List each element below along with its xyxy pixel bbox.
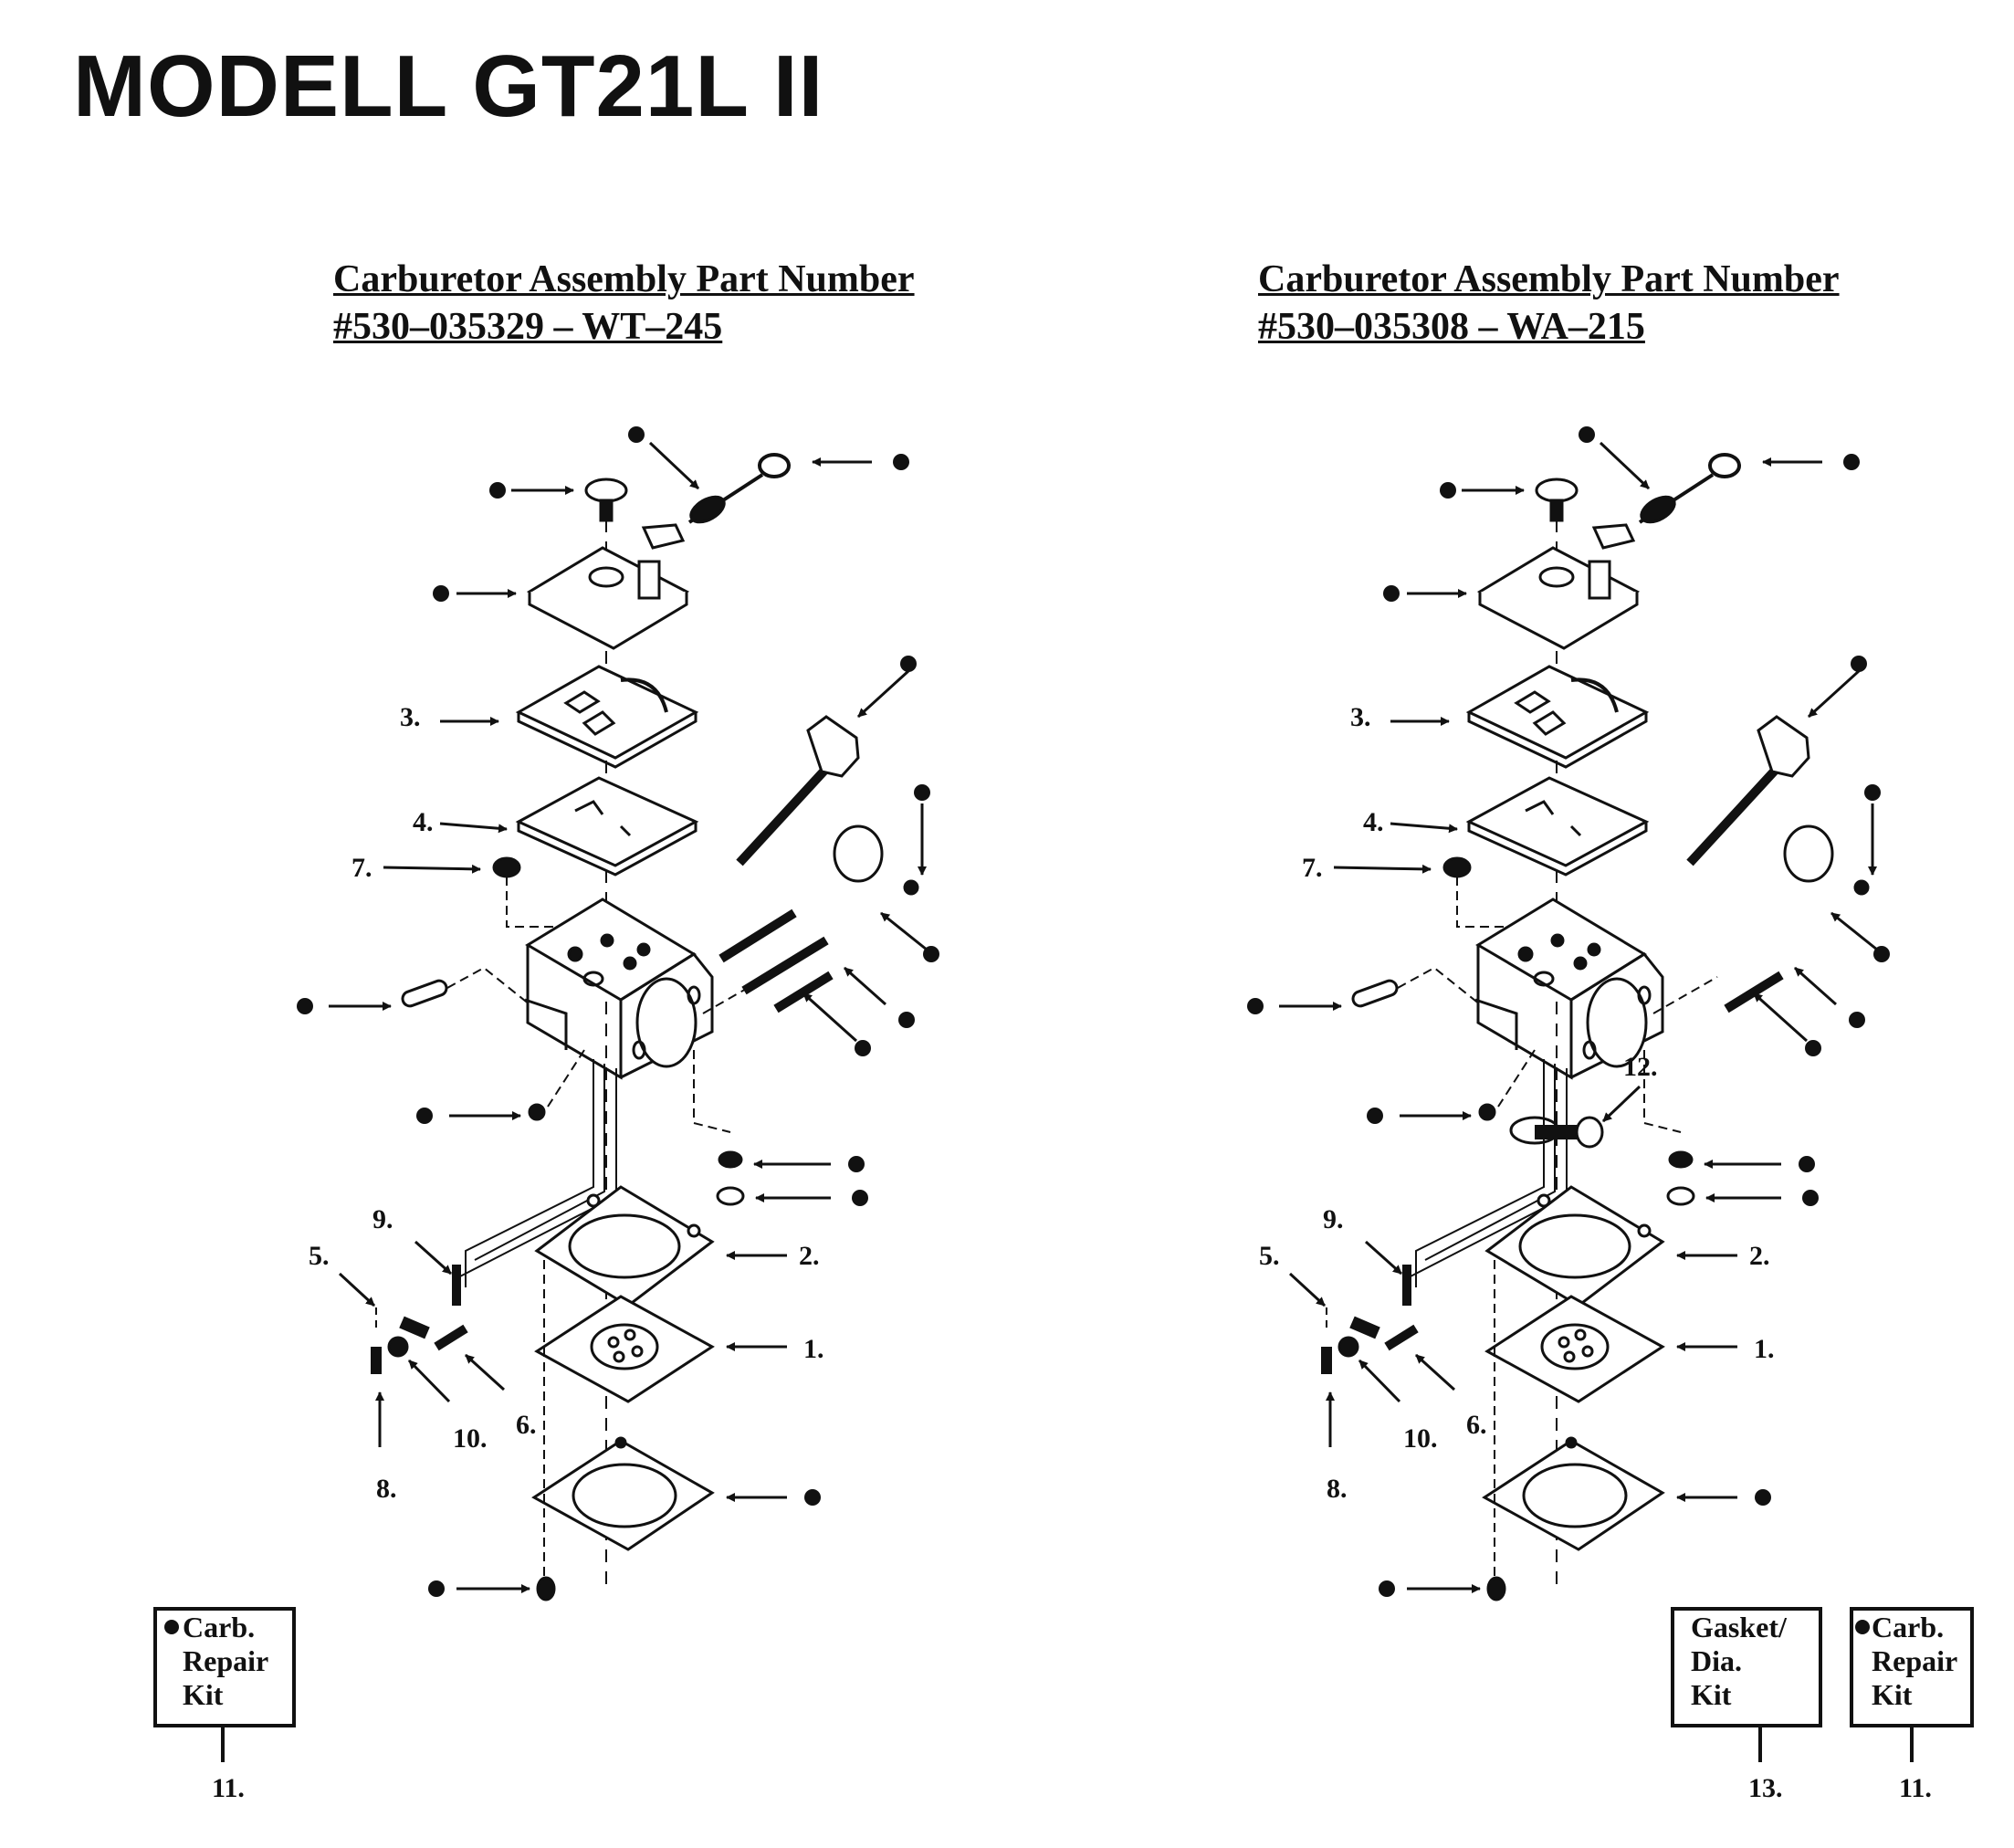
right-kit-bullets [1247, 426, 1890, 1597]
right-callout-5: 5. [1259, 1241, 1280, 1271]
right-kit-number: 11. [1899, 1773, 1932, 1803]
left-kit-line1: Carb. [183, 1611, 255, 1643]
right-header-line1: Carburetor Assembly Part Number [1258, 258, 1840, 300]
right-pump-cover [1476, 523, 1641, 650]
right-throttle-shaft [1686, 715, 1870, 896]
left-needle-valve-parts [371, 1265, 468, 1374]
right-callout-labels: 3. 4. 7. 12. 2. 1. 9. 5. 6. 10. 8. [1259, 702, 1775, 1504]
right-header-line2: #530–035308 – WA–215 [1258, 306, 1645, 348]
left-assembly-header: Carburetor Assembly Part Number #530–035… [333, 256, 915, 351]
left-exploded-view [371, 453, 919, 1601]
left-callout-labels: 3. 4. 7. 2. 1. 9. 5. 6. 10. 8. [309, 702, 824, 1504]
right-needle-valve-parts [1321, 1265, 1419, 1374]
left-callout-2: 2. [799, 1241, 820, 1271]
right-gasket-2 [1484, 1185, 1665, 1307]
left-header-line2: #530–035329 – WT–245 [333, 306, 723, 348]
right-diaphragm-4 [1465, 776, 1650, 877]
left-kit-bullets [297, 426, 939, 1597]
right-callout-10: 10. [1403, 1423, 1438, 1454]
right-kit-line1: Carb. [1872, 1611, 1944, 1643]
right-top-screw [1535, 478, 1579, 522]
left-carb-repair-kit-box: Carb. Repair Kit 11. [153, 1607, 296, 1803]
left-callout-6: 6. [516, 1410, 537, 1440]
left-gasket-3 [515, 665, 699, 769]
left-kit-line2: Repair [183, 1644, 268, 1677]
right-callout-6: 6. [1466, 1410, 1487, 1440]
right-carburetor-body [1474, 898, 1664, 1080]
right-callout-8: 8. [1327, 1474, 1348, 1504]
page-title: MODELL GT21L II [73, 37, 824, 135]
left-diaphragm-4 [515, 776, 699, 877]
left-callout-8: 8. [376, 1474, 397, 1504]
gasket-kit-line1: Gasket/ [1691, 1611, 1788, 1643]
left-callout-10: 10. [453, 1423, 488, 1454]
left-callout-5: 5. [309, 1241, 330, 1271]
right-arrows [1279, 441, 1878, 1593]
right-pivot-pin [1351, 979, 1399, 1008]
left-throttle-shaft [736, 715, 919, 896]
right-part-7 [1442, 856, 1472, 878]
left-bottom-cover [531, 1436, 715, 1551]
left-kit-line3: Kit [183, 1678, 224, 1711]
gasket-kit-line3: Kit [1691, 1678, 1732, 1711]
left-pivot-pin [401, 979, 448, 1008]
left-kit-number: 11. [212, 1773, 245, 1803]
right-diaphragm-1 [1484, 1295, 1665, 1403]
right-callout-2: 2. [1749, 1241, 1770, 1271]
left-carburetor-body [524, 898, 714, 1080]
right-callout-1: 1. [1754, 1334, 1775, 1364]
left-top-screw [584, 478, 628, 522]
left-pump-cover [526, 523, 690, 650]
left-arrows [329, 441, 928, 1593]
right-adjust-spring [1652, 971, 1784, 1014]
gasket-kit-line2: Dia. [1691, 1644, 1742, 1677]
right-callout-12: 12. [1623, 1052, 1658, 1082]
left-callout-4: 4. [413, 807, 434, 837]
right-carb-repair-kit-box: Carb. Repair Kit 11. [1850, 1607, 1974, 1803]
left-adjust-springs [702, 908, 834, 1014]
left-diaphragm-1 [534, 1295, 715, 1403]
right-gasket-3 [1465, 665, 1650, 769]
gasket-kit-number: 13. [1748, 1773, 1783, 1803]
right-callout-4: 4. [1363, 807, 1384, 837]
right-kit-line2: Repair [1872, 1644, 1957, 1677]
right-callout-3: 3. [1350, 702, 1371, 732]
right-bottom-cover [1482, 1436, 1665, 1551]
right-gasket-dia-kit-box: Gasket/ Dia. Kit 13. [1671, 1607, 1822, 1803]
left-callout-1: 1. [803, 1334, 824, 1364]
right-callout-9: 9. [1323, 1204, 1344, 1234]
right-assembly-header: Carburetor Assembly Part Number #530–035… [1258, 256, 1840, 351]
right-part-12-fitting [1509, 1116, 1604, 1149]
right-exploded-view [1321, 453, 1870, 1601]
right-callout-7: 7. [1302, 853, 1323, 883]
right-kit-line3: Kit [1872, 1678, 1913, 1711]
left-callout-3: 3. [400, 702, 421, 732]
left-callout-7: 7. [351, 853, 372, 883]
left-adjust-needle [687, 453, 791, 524]
right-adjust-needle [1638, 453, 1741, 524]
left-part-7 [492, 856, 521, 878]
left-gasket-2 [534, 1185, 715, 1307]
left-callout-9: 9. [372, 1204, 393, 1234]
left-header-line1: Carburetor Assembly Part Number [333, 258, 915, 300]
